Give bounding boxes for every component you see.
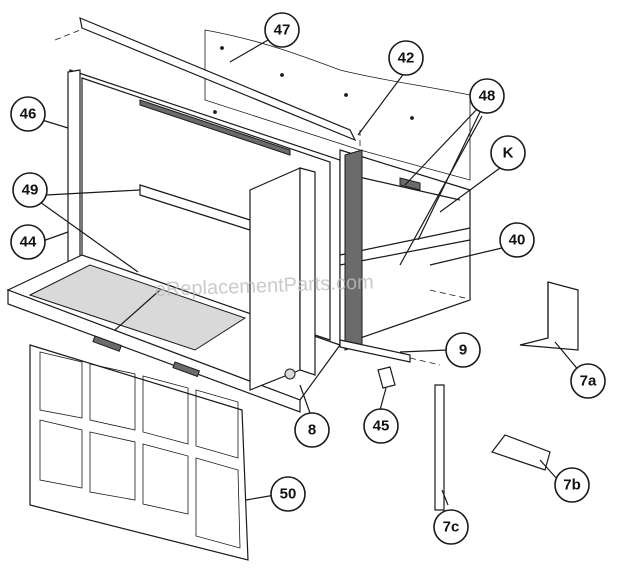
bracket-45 — [377, 366, 396, 389]
callout-K: K — [490, 135, 526, 171]
svg-text:46: 46 — [20, 106, 37, 123]
svg-text:K: K — [503, 145, 514, 162]
bracket-7a — [519, 281, 579, 351]
svg-text:47: 47 — [274, 22, 291, 39]
callout-7c: 7c — [433, 509, 469, 545]
partition-drain — [284, 368, 296, 380]
callout-8: 8 — [294, 412, 330, 448]
base-pan-front — [7, 289, 301, 413]
callout-50: 50 — [270, 476, 306, 512]
callout-45: 45 — [363, 408, 399, 444]
bracket-7b — [491, 434, 551, 471]
callout-9: 9 — [445, 332, 481, 368]
dash-40 — [429, 289, 466, 299]
leader-lines — [39, 39, 581, 506]
callout-44: 44 — [10, 224, 46, 260]
rear-panel-screws — [213, 46, 414, 120]
control-bracket — [399, 177, 421, 191]
strip-7c — [434, 384, 445, 511]
svg-text:7a: 7a — [580, 373, 597, 390]
svg-text:45: 45 — [373, 418, 390, 435]
svg-text:48: 48 — [479, 88, 496, 105]
filter-cells — [39, 351, 241, 549]
callout-48: 48 — [469, 78, 505, 114]
left-post — [67, 69, 81, 269]
svg-text:9: 9 — [459, 342, 467, 359]
callout-49: 49 — [12, 172, 48, 208]
svg-text:7b: 7b — [563, 477, 581, 494]
base-slot-1 — [92, 335, 122, 352]
back-frame-channel — [139, 99, 291, 156]
callout-40: 40 — [499, 222, 535, 258]
svg-text:8: 8 — [308, 422, 316, 439]
svg-text:42: 42 — [398, 50, 415, 67]
top-rail — [79, 17, 357, 142]
svg-text:50: 50 — [280, 486, 297, 503]
base-tray — [28, 264, 247, 351]
rear-panel-outline — [204, 29, 471, 181]
svg-text:49: 49 — [22, 182, 39, 199]
right-frame-bracket — [344, 149, 363, 351]
right-frame-rail-3 — [349, 174, 461, 201]
callout-42: 42 — [388, 40, 424, 76]
top-rail-dash — [54, 29, 81, 41]
lower-rail-9 — [339, 339, 411, 363]
dash-9 — [409, 357, 441, 366]
svg-text:44: 44 — [20, 234, 37, 251]
base-tray-divider — [114, 289, 161, 331]
back-frame-inner — [81, 77, 331, 341]
svg-text:40: 40 — [509, 232, 526, 249]
filter-frame — [29, 344, 249, 561]
center-partition-side — [299, 167, 316, 376]
base-slot-2 — [172, 361, 201, 378]
callout-7a: 7a — [570, 363, 606, 399]
callout-7b: 7b — [554, 467, 590, 503]
callout-47: 47 — [264, 12, 300, 48]
callout-46: 46 — [10, 96, 46, 132]
svg-text:7c: 7c — [443, 519, 460, 536]
